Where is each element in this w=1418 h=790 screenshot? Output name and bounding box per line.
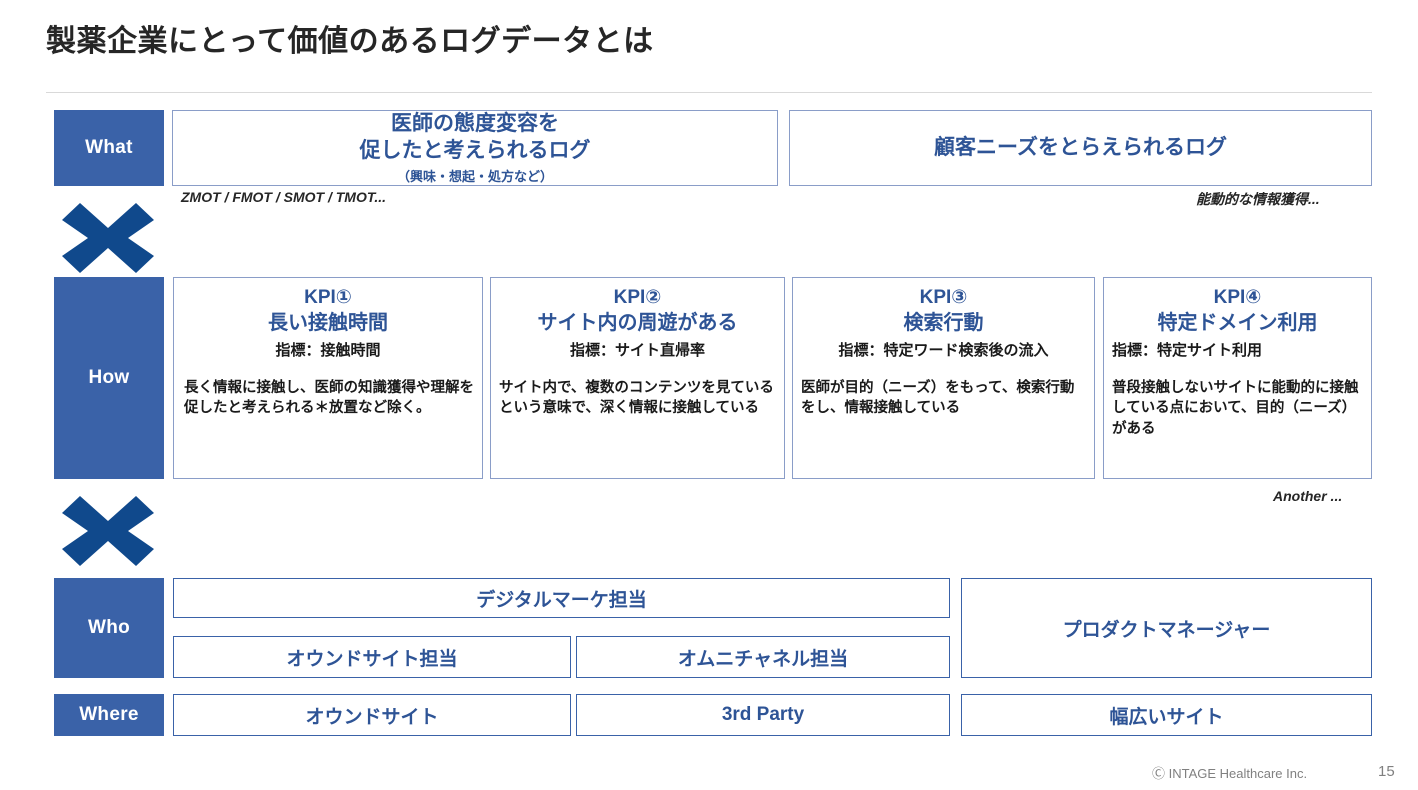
row-label-how: How — [54, 277, 164, 479]
what-box-attitude-change-line2: 促したと考えられるログ — [359, 139, 591, 162]
kpi-card-1-title: KPI① — [304, 287, 352, 308]
kpi-card-3-metric: 指標：特定ワード検索後の流入 — [838, 341, 1049, 359]
row-label-what-text: What — [85, 137, 133, 158]
where-box-3rd-party-label: 3rd Party — [721, 704, 805, 725]
kpi-card-4-description: 普段接触しないサイトに能動的に接触している点において、目的（ニーズ）がある — [1112, 379, 1359, 437]
where-box-broad-sites[interactable]: 幅広いサイト — [961, 694, 1372, 736]
kpi-card-3-headline: 検索行動 — [903, 311, 984, 334]
multiply-icon-1 — [62, 203, 154, 278]
kpi-card-3[interactable]: KPI③ 検索行動 指標：特定ワード検索後の流入 医師が目的（ニーズ）をもって、… — [792, 277, 1095, 479]
row-label-who-text: Who — [87, 617, 131, 638]
where-box-broad-sites-label: 幅広いサイト — [1109, 706, 1224, 728]
what-box-customer-needs[interactable]: 顧客ニーズをとらえられるログ — [789, 110, 1372, 186]
kpi-card-2-headline: サイト内の周遊がある — [537, 311, 738, 334]
who-box-digital-marketing-label: デジタルマーケ担当 — [476, 589, 647, 611]
row-label-where: Where — [54, 694, 164, 736]
kpi-card-1-description: 長く情報に接触し、医師の知識獲得や理解を促したと考えられる＊放置など除く。 — [184, 379, 474, 417]
row-label-who: Who — [54, 578, 164, 678]
what-box-attitude-change-line1: 医師の態度変容を — [391, 112, 559, 136]
row-label-how-text: How — [88, 367, 130, 388]
who-box-product-manager[interactable]: プロダクトマネージャー — [961, 578, 1372, 678]
where-box-owned-site[interactable]: オウンドサイト — [173, 694, 571, 736]
kpi-card-4-metric: 指標：特定サイト利用 — [1112, 341, 1263, 359]
kpi-card-2-metric: 指標：サイト直帰率 — [569, 341, 705, 359]
where-box-3rd-party[interactable]: 3rd Party — [576, 694, 950, 736]
footer-credit: Ⓒ INTAGE Healthcare Inc. — [1152, 766, 1308, 781]
row-label-where-text: Where — [79, 704, 139, 725]
who-box-digital-marketing[interactable]: デジタルマーケ担当 — [173, 578, 950, 618]
kpi-card-1-headline: 長い接触時間 — [268, 311, 388, 334]
kpi-card-2[interactable]: KPI② サイト内の周遊がある 指標：サイト直帰率 サイト内で、複数のコンテンツ… — [490, 277, 785, 479]
row-label-what: What — [54, 110, 164, 186]
kpi-card-3-description: 医師が目的（ニーズ）をもって、検索行動をし、情報接触している — [801, 379, 1075, 417]
kpi-card-4-title: KPI④ — [1213, 287, 1262, 308]
kpi-card-1[interactable]: KPI① 長い接触時間 指標：接触時間 長く情報に接触し、医師の知識獲得や理解を… — [173, 277, 483, 479]
kpi-card-2-title: KPI② — [613, 287, 662, 308]
annotation-moments: ZMOT / FMOT / SMOT / TMOT... — [181, 189, 387, 205]
who-box-product-manager-label: プロダクトマネージャー — [1062, 619, 1271, 641]
what-box-attitude-change[interactable]: 医師の態度変容を 促したと考えられるログ （興味・想起・処方など） — [172, 110, 778, 186]
annotation-another: Another ... — [1273, 488, 1343, 504]
kpi-card-4[interactable]: KPI④ 特定ドメイン利用 指標：特定サイト利用 普段接触しないサイトに能動的に… — [1103, 277, 1372, 479]
title-divider — [46, 92, 1372, 93]
multiply-icon-2 — [62, 496, 154, 571]
who-box-omnichannel[interactable]: オムニチャネル担当 — [576, 636, 950, 678]
what-box-customer-needs-line1: 顧客ニーズをとらえられるログ — [934, 135, 1227, 159]
kpi-card-4-headline: 特定ドメイン利用 — [1157, 311, 1318, 334]
who-box-owned-site-label: オウンドサイト担当 — [286, 648, 458, 670]
annotation-active-info: 能動的な情報獲得... — [1196, 191, 1320, 207]
page-title: 製薬企業にとって価値のあるログデータとは — [46, 25, 654, 58]
kpi-card-3-title: KPI③ — [919, 287, 968, 308]
who-box-owned-site[interactable]: オウンドサイト担当 — [173, 636, 571, 678]
what-box-attitude-change-sub: （興味・想起・処方など） — [396, 168, 553, 184]
kpi-card-2-description: サイト内で、複数のコンテンツを見ているという意味で、深く情報に接触している — [499, 379, 774, 417]
where-box-owned-site-label: オウンドサイト — [305, 706, 439, 728]
footer-page-number: 15 — [1378, 763, 1395, 780]
who-box-omnichannel-label: オムニチャネル担当 — [677, 648, 849, 670]
kpi-card-1-metric: 指標：接触時間 — [275, 341, 381, 359]
